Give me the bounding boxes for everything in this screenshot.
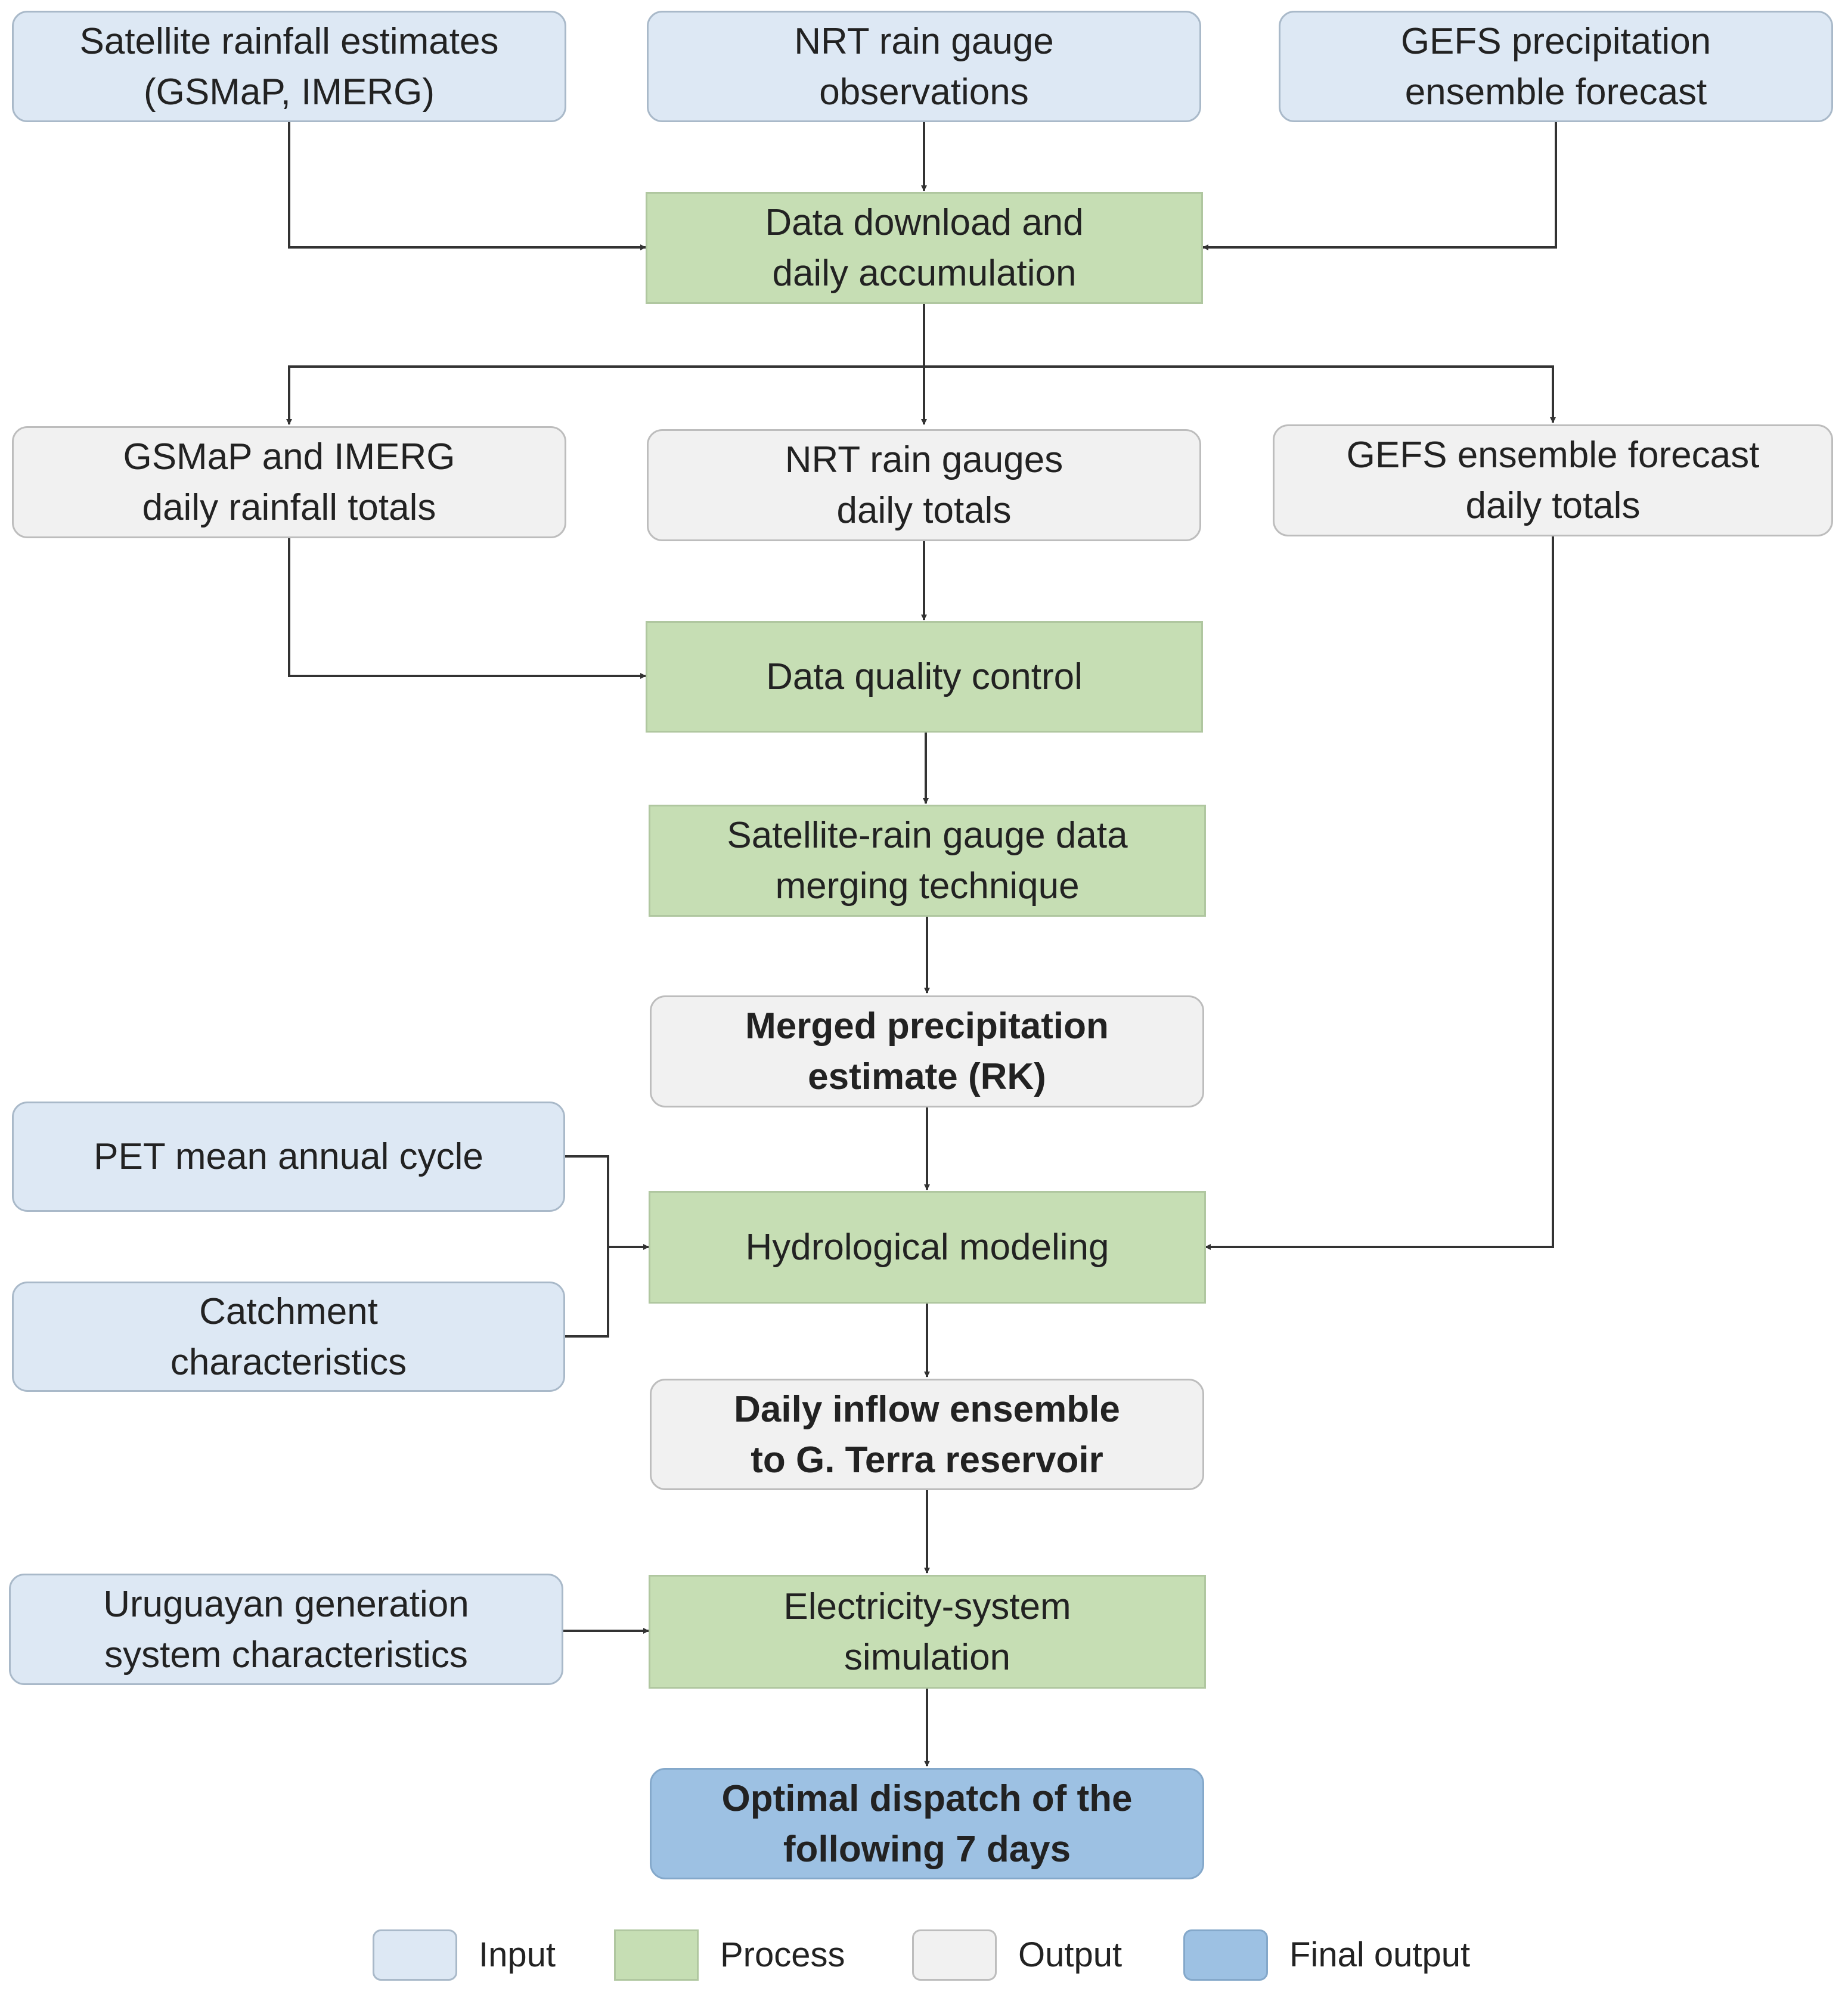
legend-item-output: Output: [912, 1926, 1122, 1983]
hydrological-modeling-label: Hydrological modeling: [745, 1227, 1109, 1268]
legend-item-input: Input: [373, 1926, 556, 1983]
nrt-gauge-observations-label: NRT rain gauge observations: [794, 20, 1054, 113]
legend-label-process: Process: [720, 1935, 845, 1974]
optimal-dispatch-label: Optimal dispatch of the following 7 days: [721, 1777, 1133, 1870]
legend-label-input: Input: [479, 1935, 556, 1974]
arrow-gefs-totals-to-hydro: [1205, 536, 1554, 1250]
arrow-gsmap-totals-to-qc: [288, 538, 646, 679]
legend-swatch-input: [373, 1929, 457, 1981]
merging-technique-node: Satellite-rain gauge data merging techni…: [649, 805, 1206, 917]
gefs-forecast-node: GEFS precipitation ensemble forecast: [1279, 11, 1833, 122]
arrow-satellite-to-download: [288, 122, 646, 250]
gefs-totals-node: GEFS ensemble forecast daily totals: [1273, 424, 1833, 536]
merged-estimate-label: Merged precipitation estimate (RK): [745, 1006, 1109, 1097]
optimal-dispatch-node: Optimal dispatch of the following 7 days: [650, 1768, 1204, 1879]
nrt-gauge-totals-node: NRT rain gauges daily totals: [647, 429, 1201, 541]
legend-swatch-final-output: [1183, 1929, 1268, 1981]
electricity-simulation-label: Electricity-system simulation: [783, 1586, 1071, 1678]
merging-technique-label: Satellite-rain gauge data merging techni…: [727, 815, 1128, 907]
arrow-download-to-gefs-totals: [924, 365, 1556, 423]
gefs-forecast-label: GEFS precipitation ensemble forecast: [1400, 20, 1711, 113]
legend-swatch-output: [912, 1929, 997, 1981]
data-download-label: Data download and daily accumulation: [765, 202, 1084, 294]
quality-control-label: Data quality control: [766, 656, 1083, 697]
legend-swatch-process: [614, 1929, 699, 1981]
catchment-node: Catchment characteristics: [12, 1282, 565, 1392]
catchment-label: Catchment characteristics: [170, 1290, 407, 1383]
pet-cycle-node: PET mean annual cycle: [12, 1102, 565, 1212]
legend-item-process: Process: [614, 1926, 845, 1983]
data-download-node: Data download and daily accumulation: [646, 192, 1203, 304]
pet-cycle-label: PET mean annual cycle: [94, 1136, 483, 1177]
quality-control-node: Data quality control: [646, 621, 1203, 733]
arrow-gefs-to-download: [1202, 122, 1557, 250]
satellite-estimates-node: Satellite rainfall estimates (GSMaP, IME…: [12, 11, 566, 122]
legend-label-final-output: Final output: [1289, 1935, 1471, 1974]
gsmap-imerg-totals-label: GSMaP and IMERG daily rainfall totals: [123, 436, 455, 528]
electricity-simulation-node: Electricity-system simulation: [649, 1575, 1206, 1689]
uruguayan-system-label: Uruguayan generation system characterist…: [103, 1583, 469, 1676]
daily-inflow-node: Daily inflow ensemble to G. Terra reserv…: [650, 1379, 1204, 1490]
uruguayan-system-node: Uruguayan generation system characterist…: [9, 1574, 563, 1685]
gsmap-imerg-totals-node: GSMaP and IMERG daily rainfall totals: [12, 426, 566, 538]
nrt-gauge-totals-label: NRT rain gauges daily totals: [785, 439, 1063, 531]
nrt-gauge-observations-node: NRT rain gauge observations: [647, 11, 1201, 122]
hydrological-modeling-node: Hydrological modeling: [649, 1191, 1206, 1304]
daily-inflow-label: Daily inflow ensemble to G. Terra reserv…: [734, 1388, 1120, 1481]
gefs-totals-label: GEFS ensemble forecast daily totals: [1346, 435, 1760, 526]
satellite-estimates-label: Satellite rainfall estimates (GSMaP, IME…: [79, 20, 499, 113]
merged-estimate-node: Merged precipitation estimate (RK): [650, 995, 1204, 1107]
legend-item-final-output: Final output: [1183, 1926, 1470, 1983]
arrow-download-to-gsmap-totals: [286, 365, 924, 425]
legend-label-output: Output: [1018, 1935, 1123, 1974]
arrow-pet-catchment-to-hydro: [565, 1155, 649, 1338]
